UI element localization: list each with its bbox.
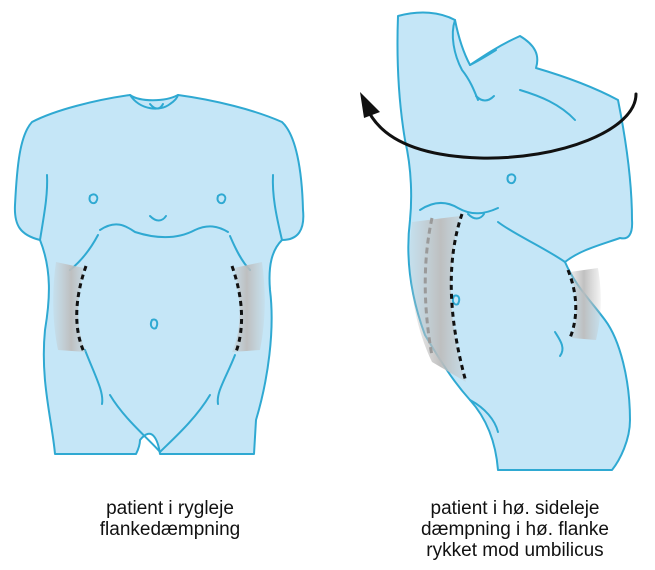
- dullness-line-ghost: [423, 217, 434, 357]
- nipple-upper: [506, 173, 517, 185]
- nipple-right: [216, 193, 227, 205]
- caption-side-line-2: dæmpning i hø. flanke: [421, 519, 609, 540]
- curved-arrow-left-icon: [360, 92, 638, 160]
- torso-supine-contours: [39, 94, 283, 453]
- caption-supine-line-1: patient i rygleje: [106, 498, 234, 519]
- torso-side-lying: [396, 11, 634, 471]
- torso-supine: [13, 94, 305, 455]
- dullness-line-left: [75, 265, 88, 353]
- umbilicus: [149, 318, 159, 330]
- torso-side-contours: [419, 19, 576, 433]
- torso-supine-features: [88, 193, 227, 330]
- flank-shade-left-flank: [570, 268, 601, 340]
- torso-side-features: [451, 173, 517, 306]
- caption-side-line-1: patient i hø. sideleje: [430, 498, 600, 519]
- flank-shade-right-flank: [409, 216, 466, 382]
- nipple-left: [88, 193, 99, 205]
- dullness-line-right: [230, 265, 244, 353]
- caption-side-lying: patient i hø. sideleje dæmpning i hø. fl…: [385, 498, 645, 561]
- caption-supine: patient i rygleje flankedæmpning: [40, 498, 300, 540]
- dullness-line-shifted: [449, 213, 468, 383]
- caption-side-line-3: rykket mod umbilicus: [426, 540, 604, 561]
- umbilicus-side: [451, 294, 461, 306]
- dullness-line-upper-flank: [566, 269, 578, 339]
- caption-supine-line-2: flankedæmpning: [99, 519, 241, 540]
